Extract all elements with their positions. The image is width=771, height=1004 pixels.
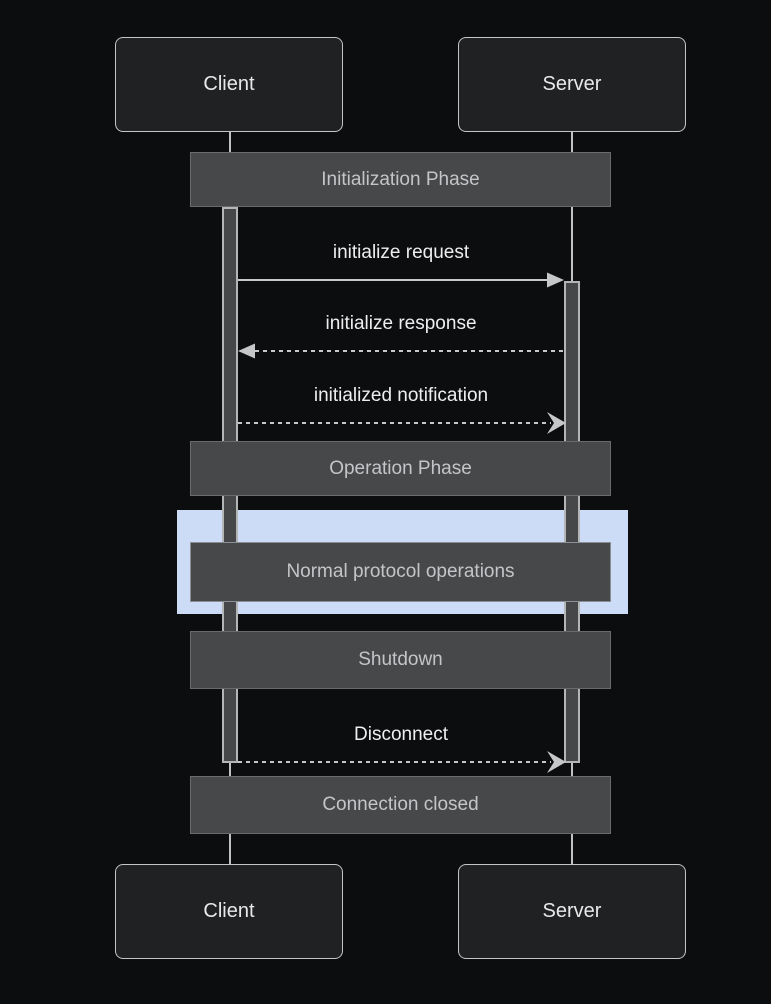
phase-band-connection-closed: Connection closed [190, 776, 611, 834]
message-initialize-response: initialize response [325, 313, 477, 334]
message-initialize-request: initialize request [332, 242, 470, 263]
arrow-initialize-request [238, 272, 564, 288]
actor-label: Client [203, 73, 255, 95]
phase-band-operation: Operation Phase [190, 441, 611, 496]
phase-label: Connection closed [322, 794, 479, 815]
phase-band-shutdown: Shutdown [190, 631, 611, 689]
actor-label: Server [542, 73, 602, 95]
actor-client-top: Client [115, 37, 343, 132]
arrow-initialize-response [238, 343, 564, 359]
phase-label: Initialization Phase [321, 168, 480, 190]
actor-label: Server [542, 900, 602, 922]
phase-label: Shutdown [358, 649, 443, 670]
actor-client-bottom: Client [115, 864, 343, 959]
phase-label: Operation Phase [329, 457, 472, 479]
message-initialized-notification: initialized notification [313, 385, 489, 406]
actor-label: Client [203, 900, 255, 922]
arrow-initialized-notification [238, 412, 566, 434]
arrow-disconnect [238, 751, 566, 773]
phase-band-normal-operations: Normal protocol operations [190, 542, 611, 602]
actor-server-top: Server [458, 37, 686, 132]
message-disconnect: Disconnect [354, 724, 448, 745]
phase-band-initialization: Initialization Phase [190, 152, 611, 207]
phase-label: Normal protocol operations [286, 561, 515, 582]
actor-server-bottom: Server [458, 864, 686, 959]
